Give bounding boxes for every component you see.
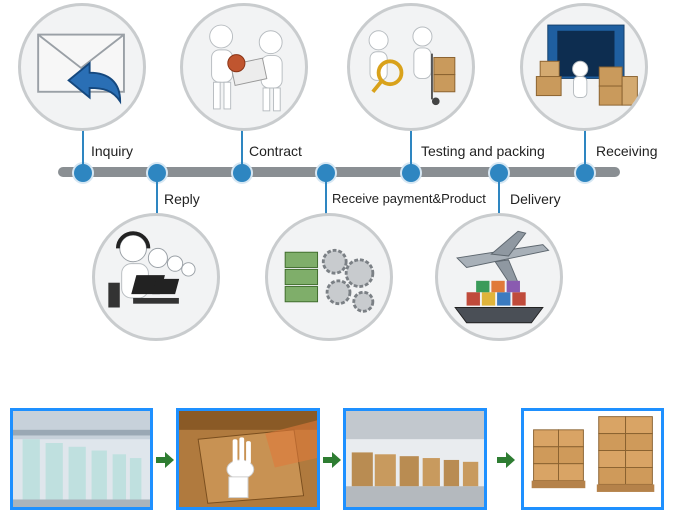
label-delivery: Delivery [510,191,561,207]
stem-inquiry [82,130,84,166]
label-reply: Reply [164,191,200,207]
production-line-photo [10,408,153,510]
timeline-node-contract [233,164,251,182]
timeline-node-receive-payment [317,164,335,182]
airplane-ship-icon [435,213,563,341]
flow-arrow-1-icon [156,452,174,468]
pallets-photo [521,408,664,510]
money-gears-icon [265,213,393,341]
timeline-node-inquiry [74,164,92,182]
packing-photo [176,408,320,510]
envelope-reply-icon [18,3,146,131]
stem-delivery [498,180,500,216]
stem-payment [325,180,327,216]
magnifier-boxes-icon [347,3,475,131]
stem-receiving [584,130,586,166]
label-receiving: Receiving [596,143,658,159]
timeline-node-delivery [490,164,508,182]
warehouse-photo [343,408,487,510]
timeline-node-testing-packing [402,164,420,182]
timeline-node-reply [148,164,166,182]
flow-arrow-2-icon [323,452,341,468]
timeline-node-receiving [576,164,594,182]
call-center-icon [92,213,220,341]
label-receive-payment: Receive payment&Product [332,191,486,206]
label-testing-packing: Testing and packing [421,143,545,159]
label-contract: Contract [249,143,302,159]
flow-arrow-3-icon [497,452,515,468]
stem-testing [410,130,412,166]
label-inquiry: Inquiry [91,143,134,159]
handshake-contract-icon [180,3,308,131]
timeline-bar [58,167,620,177]
stem-reply [156,180,158,216]
stem-contract [241,130,243,166]
container-boxes-icon [520,3,648,131]
